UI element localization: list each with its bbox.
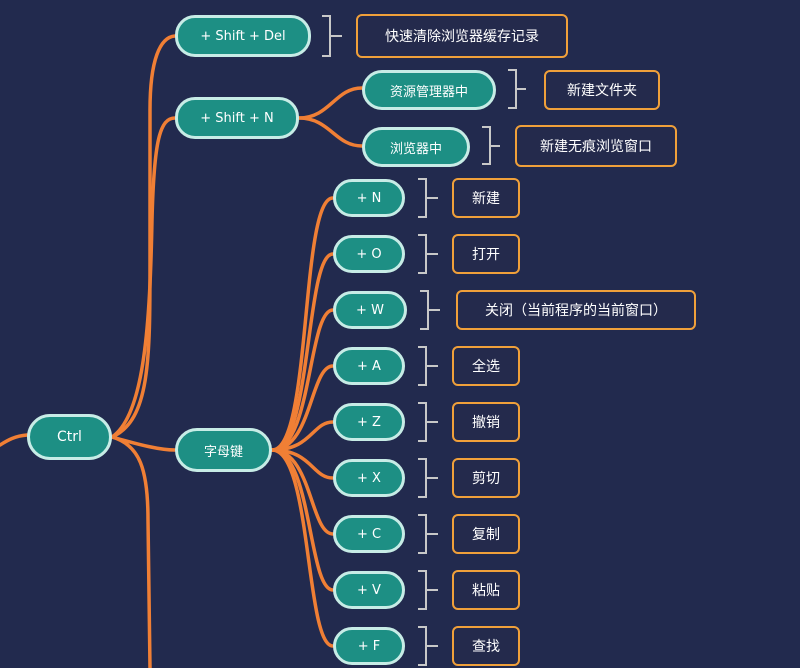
desc-find: 查找 xyxy=(452,626,520,666)
desc-select-all: 全选 xyxy=(452,346,520,386)
link-shift-n-explorer xyxy=(297,86,364,120)
desc-open: 打开 xyxy=(452,234,520,274)
bracket-o xyxy=(418,234,438,274)
key-o: + O xyxy=(333,235,405,273)
link-root-shift-del xyxy=(110,34,177,439)
link-letter-a xyxy=(270,364,335,452)
link-root-shift-n xyxy=(110,116,177,439)
bracket-z xyxy=(418,402,438,442)
key-n: + N xyxy=(333,179,405,217)
node-browser: 浏览器中 xyxy=(362,127,470,167)
branch-letter-keys: 字母键 xyxy=(175,428,272,472)
branch-shift-n: + Shift + N xyxy=(175,97,299,139)
root-trunk-link xyxy=(110,435,152,668)
bracket-browser xyxy=(482,126,500,165)
link-letter-o xyxy=(270,252,335,452)
bracket-c xyxy=(418,514,438,554)
link-shift-n-browser xyxy=(297,116,364,148)
root-node-ctrl: Ctrl xyxy=(27,414,112,460)
key-f: + F xyxy=(333,627,405,665)
key-z: + Z xyxy=(333,403,405,441)
branch-shift-del: + Shift + Del xyxy=(175,15,311,57)
desc-cut: 剪切 xyxy=(452,458,520,498)
key-x: + X xyxy=(333,459,405,497)
link-letter-n xyxy=(270,196,335,452)
desc-copy: 复制 xyxy=(452,514,520,554)
desc-undo: 撤销 xyxy=(452,402,520,442)
bracket-x xyxy=(418,458,438,498)
link-letter-f xyxy=(270,448,335,648)
bracket-n xyxy=(418,178,438,218)
desc-close-window: 关闭（当前程序的当前窗口） xyxy=(456,290,696,330)
key-a: + A xyxy=(333,347,405,385)
bracket-shift-del xyxy=(322,15,342,57)
bracket-f xyxy=(418,626,438,666)
bracket-explorer xyxy=(508,69,526,109)
desc-incognito-window: 新建无痕浏览窗口 xyxy=(515,125,677,167)
root-incoming-link xyxy=(0,433,29,447)
bracket-a xyxy=(418,346,438,386)
desc-paste: 粘贴 xyxy=(452,570,520,610)
link-letter-w xyxy=(270,308,335,452)
bracket-w xyxy=(420,290,440,330)
desc-new: 新建 xyxy=(452,178,520,218)
desc-new-folder: 新建文件夹 xyxy=(544,70,660,110)
key-c: + C xyxy=(333,515,405,553)
key-w: + W xyxy=(333,291,407,329)
bracket-v xyxy=(418,570,438,610)
key-v: + V xyxy=(333,571,405,609)
desc-shift-del: 快速清除浏览器缓存记录 xyxy=(356,14,568,58)
node-explorer: 资源管理器中 xyxy=(362,70,496,110)
link-root-letter-keys xyxy=(110,435,177,452)
